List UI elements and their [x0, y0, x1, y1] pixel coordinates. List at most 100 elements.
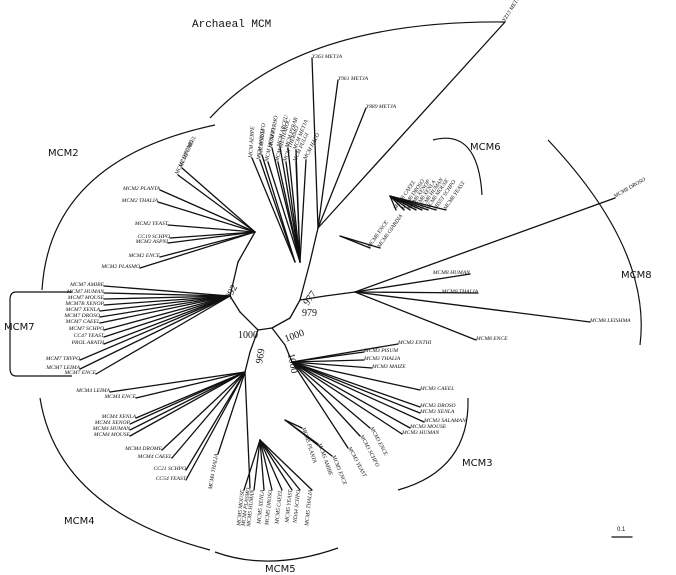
branch-mcm7 — [103, 295, 231, 345]
leaf-label-mcm3: MCM3 YEAST — [346, 445, 368, 479]
branch-mcm2 — [169, 231, 256, 239]
group-label-mcm8: MCM8 — [621, 270, 652, 281]
arc-mcm6 — [432, 137, 483, 196]
leaf-label-mcm7: MCM7 SCHPO — [68, 326, 104, 332]
branch-mcm8 — [354, 291, 591, 323]
branch-mcm2 — [181, 167, 256, 233]
branch-mcm3 — [291, 361, 421, 408]
leaf-label-archaea: MCM AERPE — [248, 126, 256, 159]
arc-mcm2 — [41, 124, 216, 291]
bootstrap-977: 977 — [301, 289, 319, 308]
leaf-label-mcm7: MCM7 XENLA — [65, 307, 101, 313]
branch-mcm2 — [157, 201, 256, 233]
leaf-label-mcm3: MCM3 XENLA — [419, 409, 455, 415]
arc-mcm3 — [397, 397, 469, 491]
branch-mcm5 — [243, 439, 261, 491]
branch-archaea — [295, 161, 301, 263]
arc-archaeal-mcm — [209, 21, 506, 119]
branch-mcm4 — [171, 371, 246, 459]
archaeal-mcm-title: Archaeal MCM — [192, 19, 271, 31]
group-label-mcm4: MCM4 — [64, 516, 95, 527]
leaf-label-mcm7: MCM7 ENCE — [63, 370, 96, 376]
branch-mcm7 — [79, 295, 231, 370]
leaf-label-mcm7: MCM7 HUMAN — [66, 289, 104, 295]
group-label-mcm2: MCM2 — [48, 148, 79, 159]
group-label-mcm6: MCM6 — [470, 142, 501, 153]
branch-archaea — [287, 147, 301, 263]
branch-mcm7 — [103, 295, 231, 306]
branch-archaea — [267, 161, 301, 263]
branch-mcm4 — [129, 371, 246, 437]
leaf-label-archaea: MCM AKISSI — [256, 128, 267, 161]
leaf-label-mcm4: MCM4 XENLA — [101, 414, 137, 420]
leaf-label-mcm2: CC19 SCHPO — [138, 234, 170, 240]
leaf-label-mcm7: PROL ARATH — [71, 340, 105, 346]
group-label-mcm3: MCM3 — [462, 458, 493, 469]
branch-mcm3 — [291, 361, 421, 391]
leaf-label-mcm4: MCM4 CAEEL — [137, 454, 172, 460]
leaf-label-archaea: Y363 METJA — [312, 54, 343, 60]
leaf-label-mcm5: MCM5 CAEEL — [274, 490, 284, 526]
branch-mcm5 — [259, 439, 283, 491]
branch-mcm4 — [244, 371, 251, 489]
branch-mcm2 — [167, 224, 256, 233]
branch-mcm5 — [259, 439, 265, 491]
leaf-label-archaea: Y889 METJA — [366, 104, 397, 110]
group-label-mcm5: MCM5 — [265, 564, 296, 575]
leaf-label-mcm7: MCM7 MOUSE — [67, 295, 105, 301]
branch-mcm2 — [167, 231, 256, 244]
branch-mcm3 — [291, 361, 373, 369]
branch-mcm8 — [354, 273, 471, 293]
branch-mcm7 — [103, 292, 231, 297]
leaf-label-mcm7: CC47 YEAST — [74, 333, 105, 339]
leaf-label-mcm3: MCM3 PISUM — [363, 348, 398, 354]
leaf-label-mcm8: MCM8 HUMAN — [432, 270, 470, 276]
bootstrap-979: 979 — [302, 308, 317, 319]
leaf-label-archaea: YZ13 METJA — [502, 0, 523, 23]
bootstrap-1000-left: 1000 — [238, 330, 258, 341]
branch-mcm6 — [339, 235, 371, 249]
leaf-label-mcm3: MCM3 DROSO — [419, 403, 456, 409]
branch-mcm2 — [159, 231, 256, 258]
branch-mcm2 — [139, 231, 256, 269]
leaf-label-mcm3: MCM3 HUMAN — [401, 430, 439, 436]
branch-mcm2 — [177, 174, 256, 233]
arc-mcm4 — [39, 397, 211, 551]
branch-mcm7 — [103, 285, 231, 297]
branch-archaea — [311, 57, 319, 229]
leaf-label-mcm7: MCM7B XENOP — [64, 301, 104, 307]
branch-mcm3 — [291, 361, 371, 429]
group-label-mcm7: MCM7 — [4, 322, 35, 333]
leaf-label-mcm7: MCM7 DROSO — [63, 313, 100, 319]
branch-mcm4 — [109, 371, 246, 393]
branch-mcm3 — [291, 361, 349, 449]
leaf-label-mcm7: MCM7 AMIBE — [69, 282, 105, 288]
branch-mcm7 — [99, 295, 231, 318]
leaf-label-mcm5: MCM5 MOUSE — [236, 489, 246, 527]
leaf-label-mcm2: MCM2 PLANTA — [122, 186, 161, 192]
branch-archaea — [277, 161, 301, 263]
leaf-label-mcm5: MCM5 DROSO — [264, 490, 274, 527]
branch-mcm4 — [185, 371, 246, 471]
branch-mcm7 — [99, 295, 231, 312]
branch-mcm7 — [103, 295, 231, 300]
branch-archaea — [299, 159, 307, 263]
leaf-label-mcm2: MCM2 PLASMO — [100, 264, 140, 270]
arc-mcm7 — [9, 291, 72, 377]
leaf-label-mcm8: MCM8 ENCE — [475, 336, 508, 342]
leaf-label-mcm4: MCM4 PLASMO — [241, 487, 252, 527]
branch-mcm8 — [354, 197, 616, 293]
branch-mcm3 — [291, 359, 365, 363]
branch-archaea — [251, 157, 296, 263]
branch-mcm3 — [291, 361, 403, 435]
branch-mcm3 — [291, 361, 421, 414]
tree-backbone — [229, 227, 356, 373]
leaf-label-mcm8: MCM8 LEISHMA — [589, 318, 631, 324]
branch-mcm4 — [135, 371, 246, 399]
leaf-label-mcm4: MCM4 THALIA — [208, 453, 220, 491]
leaf-label-mcm2: MCM2 ASPNI — [135, 239, 170, 245]
branch-mcm5 — [259, 439, 301, 491]
leaf-label-mcm3: MCM3 CAEEL — [419, 386, 454, 392]
